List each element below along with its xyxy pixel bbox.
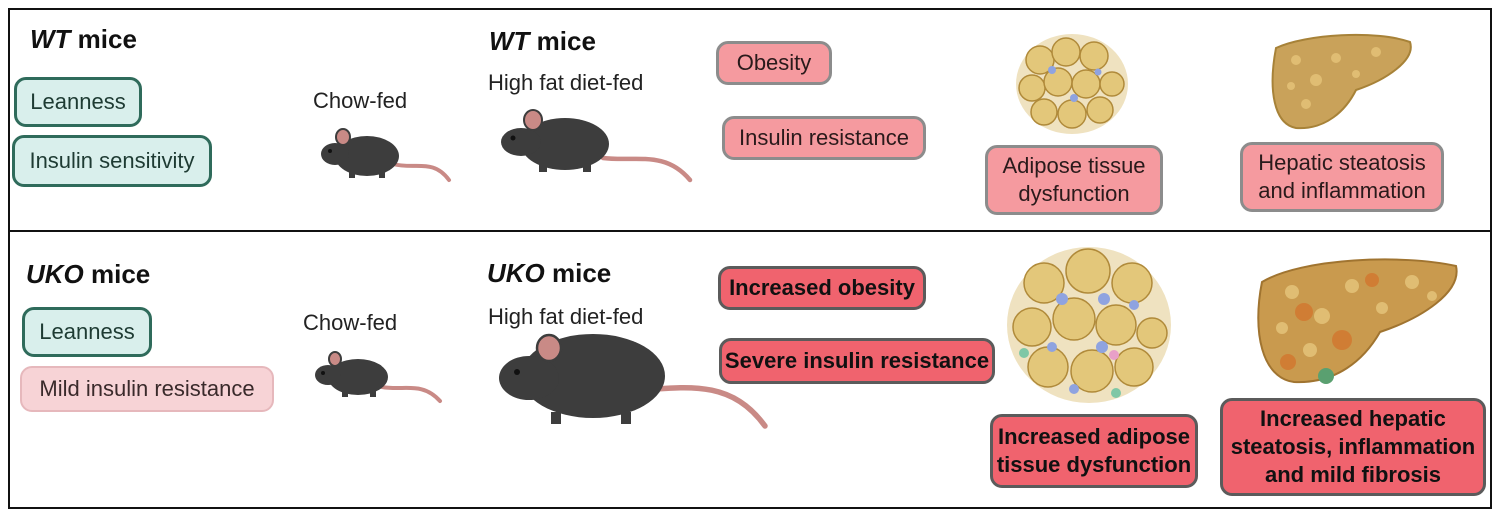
mouse-icon (499, 333, 768, 429)
top-left-heading: WT mice (30, 24, 137, 55)
obesity-box: Obesity (716, 41, 832, 85)
row-divider (8, 230, 1492, 232)
mouse-icon (501, 109, 693, 183)
heading-suffix: mice (70, 24, 137, 54)
hepatic-steatosis-label: Hepatic steatosis and inflammation (1258, 150, 1426, 203)
heading-suffix: mice (544, 258, 612, 288)
leanness-box: Leanness (14, 77, 142, 127)
liver-icon (1271, 33, 1412, 130)
increased-obesity-box: Increased obesity (718, 266, 926, 310)
hepatic-steatosis-label: Increased hepatic steatosis, inflammatio… (1230, 406, 1476, 487)
heading-suffix: mice (529, 26, 596, 56)
heading-suffix: mice (83, 259, 151, 289)
adipose-dysfunction-box: Adipose tissue dysfunction (985, 145, 1163, 215)
adipose-dysfunction-label: Adipose tissue dysfunction (1002, 153, 1146, 206)
chow-fed-label: Chow-fed (313, 88, 408, 113)
high-fat-diet-label: High fat diet-fed (488, 70, 644, 95)
adipose-dysfunction-label: Increased adipose tissue dysfunction (996, 424, 1192, 477)
insulin-resistance-box: Insulin resistance (722, 116, 926, 160)
bottom-right-heading: UKO mice (487, 258, 611, 289)
adipose-dysfunction-box: Increased adipose tissue dysfunction (990, 414, 1198, 488)
insulin-sensitivity-box: Insulin sensitivity (12, 135, 212, 187)
mouse-icon (321, 128, 451, 182)
severe-insulin-resistance-box: Severe insulin resistance (719, 338, 995, 384)
mild-insulin-resistance-box: Mild insulin resistance (20, 366, 274, 412)
top-right-heading: WT mice (489, 26, 596, 57)
high-fat-diet-label: High fat diet-fed (488, 304, 644, 329)
leanness-box: Leanness (22, 307, 152, 357)
genotype-label: UKO (26, 259, 84, 289)
bottom-left-heading: UKO mice (26, 259, 150, 290)
genotype-label: UKO (487, 258, 545, 288)
genotype-label: WT (30, 24, 71, 54)
hepatic-steatosis-box: Hepatic steatosis and inflammation (1240, 142, 1444, 212)
adipose-tissue-icon (1007, 247, 1171, 403)
figure-frame (8, 8, 1492, 509)
liver-icon (1257, 258, 1458, 384)
mouse-icon (315, 351, 442, 403)
adipose-tissue-icon (1016, 34, 1128, 134)
genotype-label: WT (489, 26, 530, 56)
chow-fed-label: Chow-fed (303, 310, 398, 335)
hepatic-steatosis-box: Increased hepatic steatosis, inflammatio… (1220, 398, 1486, 496)
